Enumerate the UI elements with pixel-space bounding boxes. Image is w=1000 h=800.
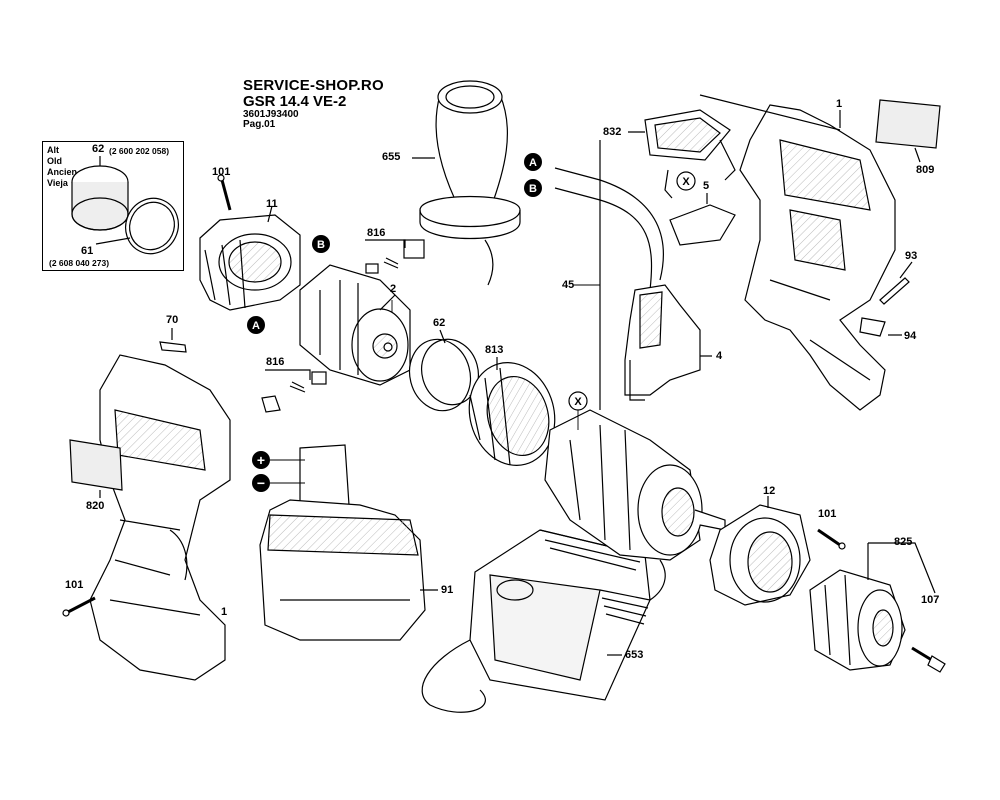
ring-61-drawing <box>95 197 179 255</box>
part-label-4: 4 <box>716 350 723 362</box>
part-label-45: 45 <box>562 279 575 291</box>
inset-lang-ancien: Ancien <box>47 167 78 177</box>
part-label-12: 12 <box>763 485 776 497</box>
marker-b-top: B <box>312 235 330 253</box>
ring-62-drawing <box>71 156 129 231</box>
clip-70-drawing <box>159 328 187 353</box>
part-label-832: 832 <box>603 126 622 138</box>
part-label-825: 825 <box>894 536 913 548</box>
svg-text:+: + <box>257 452 265 468</box>
marker-b-right: B <box>524 179 542 197</box>
housing-half-1-left-drawing <box>89 354 231 681</box>
diagram-header: SERVICE-SHOP.RO GSR 14.4 VE-2 3601J93400… <box>243 78 384 131</box>
inset-lang-old: Old <box>47 156 62 166</box>
ring-62-drawing-main <box>408 329 479 412</box>
label-820-drawing <box>69 439 123 498</box>
model-code: 3601J93400 <box>243 108 299 120</box>
marker-plus: + <box>252 451 305 469</box>
marker-a-left: A <box>247 316 265 334</box>
part-label-1-bottom: 1 <box>221 606 228 618</box>
wiring-45-drawing <box>554 140 664 410</box>
part-label-70: 70 <box>166 314 179 326</box>
svg-text:X: X <box>574 396 582 408</box>
model-name: GSR 14.4 VE-2 <box>243 92 347 110</box>
gear-ring-813-drawing <box>468 357 556 466</box>
part-label-2: 2 <box>390 283 397 295</box>
brush-816-top-drawing <box>365 239 425 274</box>
clip-94-drawing <box>859 317 902 337</box>
inset-lang-vieja: Vieja <box>47 178 68 188</box>
page-number: Pag.01 <box>243 119 276 130</box>
part-label-93: 93 <box>905 250 918 262</box>
leader-lines <box>391 284 600 430</box>
svg-text:A: A <box>529 157 537 169</box>
part-label-813: 813 <box>485 344 504 356</box>
inset-old-number: 62 <box>92 143 105 155</box>
charger-653-drawing <box>421 529 666 713</box>
screw-101-right-drawing <box>817 528 846 550</box>
svg-text:B: B <box>317 239 325 251</box>
chuck-825-drawing <box>809 542 936 671</box>
part-label-101-top: 101 <box>212 166 231 178</box>
label-809-drawing <box>875 99 941 163</box>
svg-text:−: − <box>257 475 265 491</box>
switch-cover-832-drawing <box>628 109 736 199</box>
inset-lang-alt: Alt <box>47 145 59 155</box>
svg-text:B: B <box>529 183 537 195</box>
part-label-816-mid: 816 <box>266 356 285 368</box>
marker-a-right: A <box>524 153 542 171</box>
shop-name: SERVICE-SHOP.RO <box>243 77 384 94</box>
switch-4-drawing <box>624 284 712 401</box>
part-label-11: 11 <box>266 198 278 210</box>
plate-5-drawing <box>669 193 736 246</box>
marker-x-top: X <box>676 171 696 191</box>
marker-x-gearbox: X <box>568 391 588 411</box>
screw-101-left-drawing <box>62 596 96 617</box>
svg-text:X: X <box>682 176 690 188</box>
part-label-5: 5 <box>703 180 710 192</box>
inset-old-code: (2 600 202 058) <box>109 146 170 156</box>
part-label-101-left: 101 <box>65 579 84 591</box>
gearbox-drawing <box>544 409 726 561</box>
part-label-816-top: 816 <box>367 227 386 239</box>
part-label-94: 94 <box>904 330 917 342</box>
part-label-101-right: 101 <box>818 508 837 520</box>
part-label-62: 62 <box>433 317 446 329</box>
inset-new-number: 61 <box>81 245 94 257</box>
marker-minus: − <box>252 474 305 492</box>
part-label-1-top: 1 <box>836 98 843 110</box>
brush-816-mid-drawing <box>261 369 327 413</box>
inset-new-code: (2 608 040 273) <box>49 258 110 268</box>
battery-91-drawing <box>259 444 438 641</box>
part-label-107: 107 <box>921 594 940 606</box>
part-label-653: 653 <box>625 649 644 661</box>
part-label-91: 91 <box>441 584 454 596</box>
housing-half-1-right-drawing <box>699 94 896 411</box>
ring-12-drawing <box>709 496 811 606</box>
motor-2-drawing <box>299 264 411 386</box>
gear-housing-11-drawing <box>199 205 301 311</box>
replacement-inset: Alt Old Ancien Vieja 62 (2 600 202 058) … <box>42 141 184 271</box>
bit-93-drawing <box>879 261 913 305</box>
screw-107-drawing <box>911 646 946 673</box>
part-label-809: 809 <box>916 164 935 176</box>
holster-655-drawing <box>412 80 521 286</box>
screw-101-top-drawing <box>217 174 232 211</box>
part-label-655: 655 <box>382 151 401 163</box>
svg-text:A: A <box>252 320 260 332</box>
part-label-820: 820 <box>86 500 105 512</box>
